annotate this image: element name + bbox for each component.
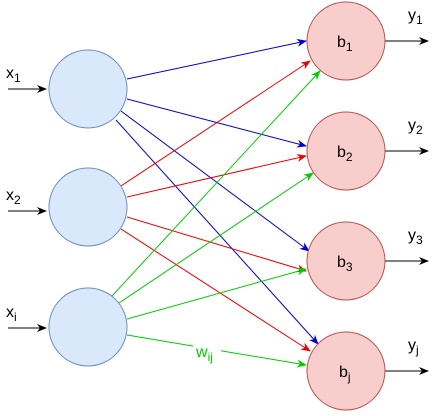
output-label-y2: y2: [408, 117, 423, 137]
bias-label-b3: b3: [337, 254, 353, 274]
bias-label-b2: b2: [337, 144, 353, 164]
bias-label-bj: bj: [339, 364, 351, 384]
output-node-bj: [306, 331, 386, 411]
edges-layer: [111, 38, 321, 368]
output-node-b2: [306, 111, 386, 191]
input-label-xi: xi: [6, 304, 17, 324]
output-label-y1-subscript: 1: [416, 13, 423, 27]
input-label-x2-subscript: 2: [14, 193, 21, 207]
output-node-b3: [306, 221, 386, 301]
output-label-y2-base: y: [408, 117, 416, 134]
edge-x1-b3: [120, 110, 310, 252]
input-arrows: [8, 85, 47, 332]
input-nodes: [48, 49, 128, 367]
output-node-b1: [306, 1, 386, 81]
input-label-xi-base: x: [6, 304, 14, 321]
weight-label-background: [193, 340, 221, 362]
output-label-y3-subscript: 3: [416, 233, 423, 247]
input-node-xi: [48, 287, 128, 367]
svg-text:wij: wij: [195, 344, 213, 364]
bias-label-b2-subscript: 2: [346, 150, 353, 164]
bias-label-b2-base: b: [337, 144, 346, 161]
output-label-yj-subscript: j: [415, 343, 419, 357]
input-node-x2: [48, 167, 128, 247]
input-label-xi-subscript: i: [14, 310, 17, 324]
output-label-yj-base: y: [408, 337, 416, 354]
edge-x2-bj: [120, 228, 311, 352]
output-label-y3: y3: [408, 227, 423, 247]
edge-x1-bj: [115, 119, 319, 345]
edge-x2-b2: [126, 154, 307, 198]
bias-label-b3-base: b: [337, 254, 346, 271]
edge-xi-b2: [118, 172, 314, 304]
input-labels: x1 x2 xi: [6, 65, 21, 324]
input-node-x1: [48, 49, 128, 129]
output-labels: y1 y2 y3 yj: [408, 7, 423, 357]
output-nodes: [306, 1, 386, 411]
edge-xi-b1: [111, 70, 321, 297]
output-arrows: [385, 37, 429, 375]
bias-label-b3-subscript: 3: [346, 260, 353, 274]
output-label-y3-base: y: [408, 227, 416, 244]
edge-xi-b3: [126, 267, 307, 320]
bias-labels: b1 b2 b3 bj: [337, 34, 353, 384]
input-label-x1: x1: [6, 65, 21, 85]
edge-x1-b1: [126, 38, 307, 80]
bias-label-b1: b1: [337, 34, 353, 54]
input-label-x2: x2: [6, 187, 21, 207]
input-label-x1-subscript: 1: [14, 71, 21, 85]
output-label-yj: yj: [408, 337, 419, 357]
output-label-y2-subscript: 2: [416, 123, 423, 137]
weight-label-base: w: [195, 344, 208, 361]
edge-x2-b3: [126, 216, 307, 273]
output-label-y1-base: y: [408, 7, 416, 24]
bias-label-b1-subscript: 1: [346, 40, 353, 54]
output-label-y1: y1: [408, 7, 423, 27]
edge-x2-b1: [120, 60, 311, 187]
bias-label-b1-base: b: [337, 34, 346, 51]
bias-label-bj-base: b: [339, 364, 348, 381]
weight-label-wij: wij: [193, 340, 221, 364]
input-label-x1-base: x: [6, 65, 14, 82]
input-label-x2-base: x: [6, 187, 14, 204]
bias-label-bj-subscript: j: [347, 370, 351, 384]
weight-label-subscript: ij: [208, 350, 213, 364]
